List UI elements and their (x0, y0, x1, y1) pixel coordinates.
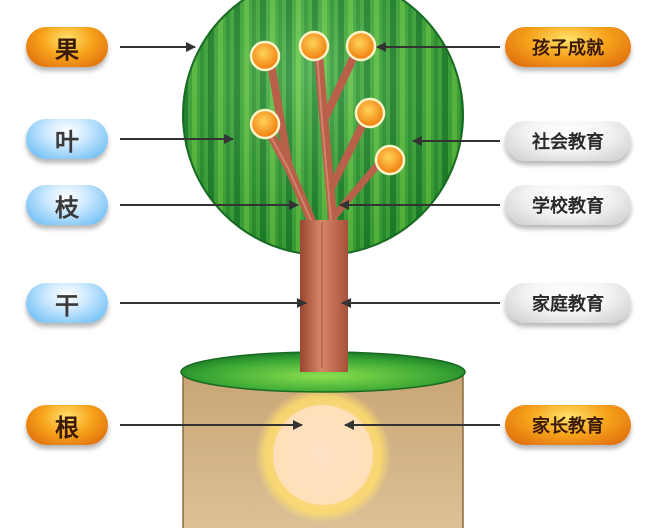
fruit (374, 144, 406, 176)
label-child-achievement: 孩子成就 (505, 27, 631, 67)
fruit (249, 40, 281, 72)
right-arrows (339, 42, 500, 430)
trunk (300, 220, 348, 372)
label-root: 根 (26, 405, 108, 445)
label-branch: 枝 (26, 185, 108, 225)
label-leaf: 叶 (26, 119, 108, 159)
fruit (354, 97, 386, 129)
fruit (249, 108, 281, 140)
label-family-education: 家庭教育 (505, 283, 631, 323)
left-arrows (120, 42, 307, 430)
label-parent-education: 家长教育 (505, 405, 631, 445)
label-school-education: 学校教育 (505, 185, 631, 225)
fruits (249, 30, 406, 176)
label-trunk: 干 (26, 283, 108, 323)
fruit (345, 30, 377, 62)
fruit (298, 30, 330, 62)
label-fruit: 果 (26, 27, 108, 67)
label-social-education: 社会教育 (505, 121, 631, 161)
